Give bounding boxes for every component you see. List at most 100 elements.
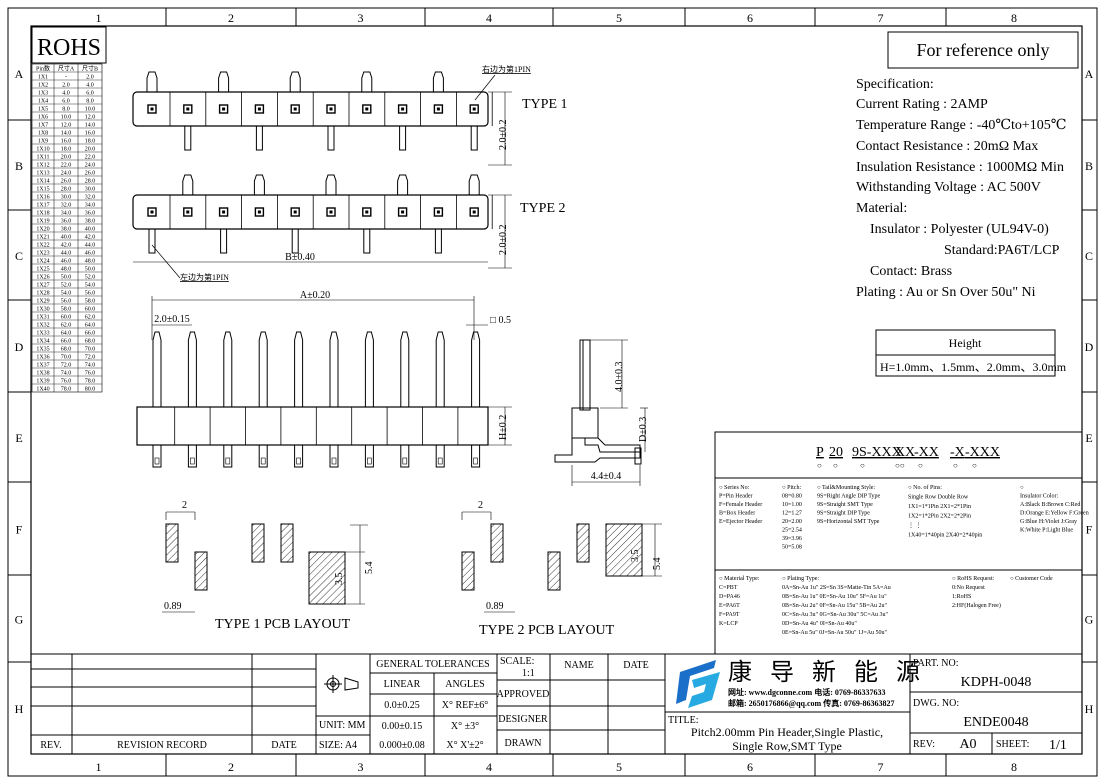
pcb-dim-2-right: 2 — [478, 500, 483, 511]
pin-table-cell: 1X21 — [36, 235, 49, 241]
pin-table-cell: 14.0 — [85, 123, 96, 129]
pin-table-cell: 48.0 — [85, 259, 96, 265]
pin-table-cell: 4.0 — [86, 83, 94, 89]
dim-height-type2: 2.0±0.2 — [498, 225, 509, 256]
part-code-segment: X — [905, 445, 915, 460]
legend-line: 9S=Straight SMT Type — [817, 502, 873, 508]
pin-table-cell: 1X7 — [38, 123, 48, 129]
pin1-note-top: 右边为第1PIN — [482, 64, 531, 74]
legend-line: ○ Pitch: — [782, 485, 801, 491]
legend-line: 1X40=1*40pin 2X40=2*40pin — [908, 533, 982, 539]
tb-sheet-label: SHEET: — [996, 739, 1029, 750]
pin-table-cell: 34.0 — [61, 211, 72, 217]
dim-b: B±0.40 — [285, 252, 315, 263]
tb-designer: DESIGNER — [498, 714, 548, 725]
pin-table-cell: 32.0 — [85, 195, 96, 201]
spec-line: Withstanding Voltage : AC 500V — [856, 180, 1041, 195]
pin-table-cell: 1X24 — [36, 259, 49, 265]
tb-name: NAME — [564, 660, 593, 671]
pin-table-cell: 1X35 — [36, 347, 49, 353]
pin-table-cell: 78.0 — [85, 379, 96, 385]
zone-col-top: 1 — [96, 11, 102, 25]
pin-table-cell: 54.0 — [85, 283, 96, 289]
height-box — [875, 329, 1056, 377]
pin1-note-bottom: 左边为第1PIN — [180, 272, 229, 282]
dim-side-top: 4.0±0.3 — [614, 362, 625, 393]
legend-line: 0E=Sn-Au 5u" 0J=Sn-Au 50u" 1J=Au 50u" — [782, 630, 888, 636]
pin-table-cell: 52.0 — [61, 283, 72, 289]
pin-table-cell: 1X12 — [36, 163, 49, 169]
specification-block: Specification:Current Rating : 2AMPTempe… — [856, 77, 1066, 300]
pin-table-cell: 32.0 — [61, 203, 72, 209]
pin-table-cell: 1X16 — [36, 195, 49, 201]
zone-row-left: D — [15, 340, 24, 354]
legend-customer-code: ○ Customer Code — [1010, 576, 1053, 582]
tb-ang2: X° ±3° — [451, 721, 479, 732]
front-view — [136, 331, 489, 468]
legend-line: 1X2=1*2Pin 2X2=2*2Pin — [908, 514, 971, 520]
tb-title-label: TITLE: — [668, 715, 699, 726]
pin1-leader-top — [474, 74, 496, 101]
pin-table-cell: 1X17 — [36, 203, 49, 209]
pin-table-cell: 70.0 — [61, 355, 72, 361]
legend-line: ○ Series No: — [719, 485, 750, 491]
zone-row-left: A — [15, 67, 24, 81]
pin-table-cell: 1X19 — [36, 219, 49, 225]
rohs-label: ROHS — [37, 35, 101, 61]
legend-line: 9S=Straight DIP Type — [817, 511, 870, 517]
tb-title-line2: Single Row,SMT Type — [732, 739, 842, 753]
pcb-dim-35-right: 3.5 — [630, 550, 641, 563]
legend-line: A:Black B:Brown C:Red — [1020, 502, 1080, 508]
pin-table-cell: 38.0 — [85, 219, 96, 225]
pin-table-cell: 24.0 — [61, 171, 72, 177]
legend-line: E=PA6T — [719, 603, 740, 609]
legend-line: 50=5.08 — [782, 545, 802, 551]
pcb-dim-2-left: 2 — [182, 500, 187, 511]
pin-table-cell: 28.0 — [61, 187, 72, 193]
zone-row-right: B — [1085, 159, 1093, 173]
pin-table-cell: 72.0 — [61, 363, 72, 369]
pin-table-cell: 58.0 — [85, 299, 96, 305]
legend-line: 25=2.54 — [782, 528, 802, 534]
pin-table-cell: 4.0 — [62, 91, 70, 97]
pin-table-cell: 40.0 — [61, 235, 72, 241]
company-logo-icon — [676, 660, 720, 708]
pin-table-cell: 1X5 — [38, 107, 48, 113]
pin-table-cell: 1X11 — [36, 155, 49, 161]
pin-table-cell: 1X30 — [36, 307, 49, 313]
legend-line: 08=0.80 — [782, 494, 802, 500]
pin-table-cell: 1X36 — [36, 355, 49, 361]
type2-label: TYPE 2 — [520, 201, 566, 216]
type1-top-view — [132, 71, 493, 151]
legend-line: ⋮ ⋮ — [908, 523, 922, 529]
spec-line: Insulator : Polyester (UL94V-0) — [870, 222, 1049, 237]
reference-label: For reference only — [917, 40, 1050, 60]
company-contact-1: 网址: www.dgconne.com 电话: 0769-86337633 — [728, 687, 886, 697]
legend-line: ○ — [1020, 485, 1024, 491]
legend-line: D:Orange E:Yellow F:Green — [1020, 511, 1089, 517]
part-code-marker: ○ — [953, 461, 958, 470]
pin-table-cell: 34.0 — [85, 203, 96, 209]
part-code-segment: P — [816, 445, 824, 460]
part-code-marker: ○ — [817, 461, 822, 470]
legend-line: ○ No. of Pins: — [908, 484, 942, 491]
legend-line: ○ Tail&Mounting Style: — [817, 485, 875, 491]
company-contact-2: 邮箱: 2650176866@qq.com 传真: 0769-86363827 — [728, 698, 895, 708]
legend-line: K:White P:Light Blue — [1020, 528, 1073, 534]
legend-line: 0A=Sn-Au 1u" 2S=Sn 3S=Matte-Tin 5A=Au — [782, 585, 891, 591]
pcb-layout2-label: TYPE 2 PCB LAYOUT — [479, 623, 615, 638]
pin-table-cell: 6.0 — [86, 91, 94, 97]
pin-table-cell: 30.0 — [85, 187, 96, 193]
pin-table-cell: 1X4 — [38, 99, 48, 105]
tb-ang1: X° REF±6° — [442, 700, 489, 711]
legend-line: C=PBT — [719, 585, 738, 591]
zone-col-top: 6 — [747, 11, 753, 25]
legend-line: D=PA46 — [719, 594, 740, 600]
legend-line: Single Row Double Row — [908, 495, 969, 501]
pin-table-cell: 42.0 — [61, 243, 72, 249]
part-code-segment: 9S-XXX — [852, 445, 902, 460]
pin-table-cell: 尺寸A — [58, 65, 75, 73]
pin-table-cell: 26.0 — [85, 171, 96, 177]
